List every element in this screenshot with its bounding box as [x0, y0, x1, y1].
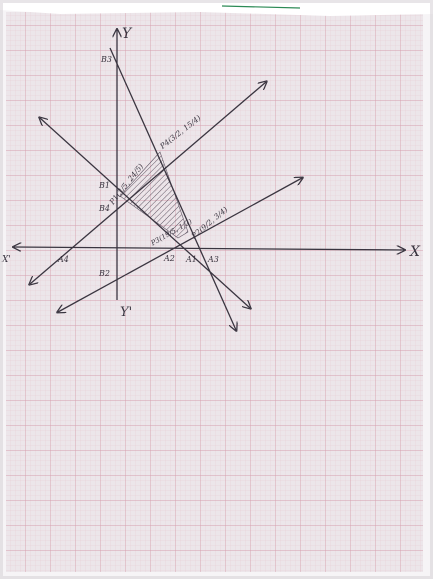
- y-neg-axis-label: Y': [120, 305, 132, 320]
- label-b3: B3: [100, 55, 112, 64]
- constraint-lines: [30, 47, 302, 330]
- line-a4-b4: [30, 82, 266, 284]
- label-b2: B2: [98, 269, 110, 278]
- label-a1: A1: [185, 255, 197, 264]
- x-neg-axis-label: X': [1, 255, 11, 265]
- label-a4: A4: [57, 255, 69, 264]
- label-a2: A2: [163, 254, 175, 263]
- label-b1: B1: [98, 181, 110, 190]
- x-axis-label: X: [409, 244, 421, 260]
- label-b4: B4: [98, 204, 110, 213]
- y-axis-label: Y: [122, 26, 133, 42]
- label-a3: A3: [207, 255, 219, 264]
